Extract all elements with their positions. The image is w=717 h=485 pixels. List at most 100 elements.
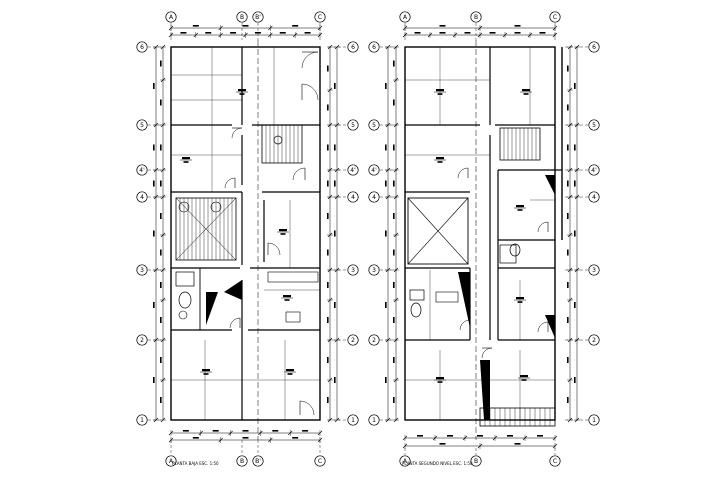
dimension-text: [567, 180, 569, 187]
svg-text:1: 1: [351, 417, 355, 424]
dimension-text: [574, 377, 576, 383]
dimension-text: [192, 437, 199, 439]
sink-icon: [499, 244, 517, 264]
room-tag: [180, 157, 192, 163]
room-tag: [434, 377, 446, 383]
dimension-text: [160, 397, 162, 403]
dimension-text: [334, 230, 336, 237]
door-swing: [457, 167, 469, 179]
closet-fill: [458, 272, 470, 328]
grid-bubble: B: [470, 11, 482, 23]
grid-bubble: 6: [588, 41, 600, 53]
dimension-text: [272, 430, 279, 432]
dimension-text: [302, 430, 309, 432]
dimension-text: [489, 32, 496, 34]
door-swing: [224, 177, 236, 189]
ground-floor-caption: PLANTA BAJA ESC. 1:50: [172, 461, 219, 466]
svg-text:6: 6: [351, 44, 355, 51]
dimension-text: [153, 180, 155, 187]
svg-text:5: 5: [140, 122, 144, 129]
dimension-text: [292, 437, 299, 439]
stair-treads: [261, 124, 303, 164]
dimension-text: [160, 357, 162, 363]
dimension-text: [334, 302, 336, 308]
dimension-text: [414, 32, 421, 34]
svg-text:4': 4': [591, 167, 597, 174]
svg-text:6: 6: [592, 44, 596, 51]
dimension-text: [567, 317, 569, 323]
dimension-text: [439, 25, 446, 27]
dimension-text: [153, 302, 155, 308]
svg-text:3: 3: [592, 267, 596, 274]
dimension-text: [393, 282, 395, 288]
svg-text:4': 4': [371, 167, 377, 174]
dimension-text: [567, 213, 569, 219]
dimension-text: [567, 282, 569, 288]
plant-icon: [210, 201, 222, 213]
room-tag: [514, 205, 526, 211]
dimension-text: [393, 60, 395, 67]
sink-icon: [175, 271, 195, 287]
stair-newel-icon: [273, 135, 283, 145]
svg-text:1: 1: [372, 417, 376, 424]
grid-bubble: 6: [136, 41, 148, 53]
dimension-text: [327, 180, 329, 187]
grid-bubble: 3: [588, 264, 600, 276]
grid-bubble: 2: [368, 334, 380, 346]
stair-treads: [499, 127, 541, 161]
dimension-text: [205, 32, 212, 34]
dimension-text: [447, 435, 453, 437]
svg-text:5: 5: [372, 122, 376, 129]
dimension-text: [507, 435, 513, 437]
grid-bubble: B': [252, 11, 264, 23]
dimension-text: [385, 230, 387, 237]
room-tag: [277, 229, 289, 235]
dimension-text: [393, 213, 395, 219]
grid-bubble: 2: [588, 334, 600, 346]
grid-bubble: C: [549, 11, 561, 23]
dimension-text: [477, 435, 483, 437]
dimension-text: [393, 249, 395, 256]
dimension-text: [514, 443, 521, 445]
stove-icon: [285, 311, 301, 323]
grid-bubble: 4: [136, 191, 148, 203]
room-tag: [236, 89, 248, 95]
grid-bubble: 4: [588, 191, 600, 203]
svg-text:1: 1: [592, 417, 596, 424]
dimension-text: [327, 104, 329, 111]
grid-bubble: 5: [347, 119, 359, 131]
second-floor-caption: PLANTA SEGUNDO NIVEL ESC. 1:50: [402, 461, 473, 466]
grid-bubble: 4: [368, 191, 380, 203]
grid-bubble: 4': [136, 164, 148, 176]
dimension-text: [327, 249, 329, 256]
svg-text:2: 2: [140, 337, 144, 344]
dimension-text: [393, 357, 395, 363]
dimension-text: [160, 249, 162, 256]
dimension-text: [327, 144, 329, 151]
dimension-text: [567, 249, 569, 256]
room-tag: [434, 157, 446, 163]
grid-bubble: B: [470, 455, 482, 467]
grid-bubble: 6: [368, 41, 380, 53]
dimension-text: [153, 144, 155, 151]
dimension-text: [567, 397, 569, 403]
door-swing: [231, 127, 243, 139]
dimension-text: [160, 282, 162, 288]
svg-text:5: 5: [592, 122, 596, 129]
exterior-wall: [170, 46, 321, 421]
dimension-text: [514, 32, 521, 34]
grid-bubble: 3: [368, 264, 380, 276]
dimension-text: [327, 213, 329, 219]
shower-icon: [178, 310, 188, 320]
grid-bubble: C: [314, 11, 326, 23]
svg-text:B': B': [255, 14, 261, 21]
dimension-text: [160, 60, 162, 67]
dimension-text: [574, 302, 576, 308]
dimension-text: [464, 32, 471, 34]
room-tag: [520, 89, 532, 95]
kitchen-counter: [267, 271, 319, 283]
svg-text:2: 2: [592, 337, 596, 344]
dimension-text: [393, 99, 395, 106]
dimension-text: [153, 83, 155, 89]
